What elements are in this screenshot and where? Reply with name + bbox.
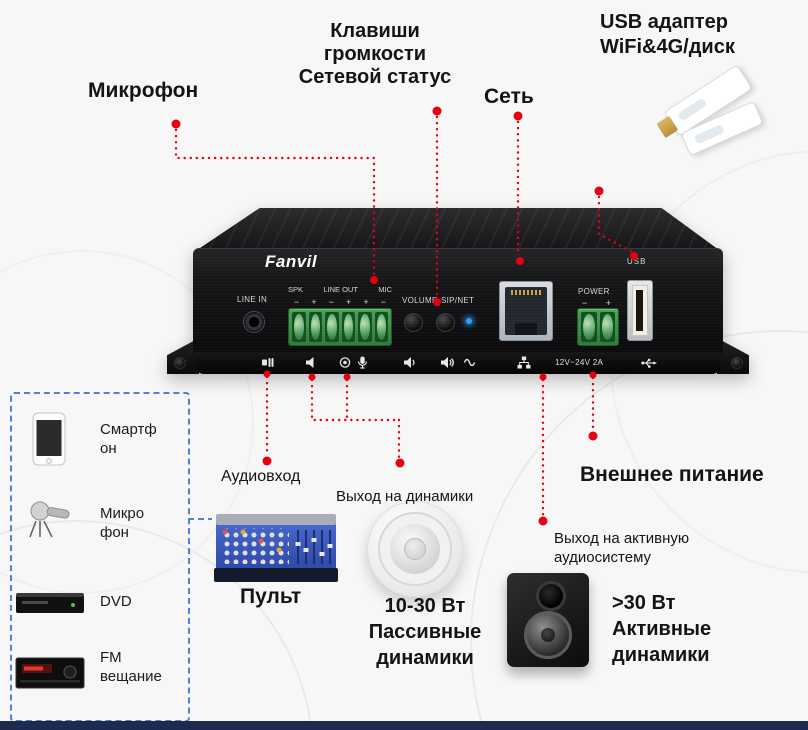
callout-audio-input: Аудиовход [221,468,301,485]
volume-label: VOLUME [402,296,438,305]
mic-label: MIC [378,285,392,294]
callout-volume-keys-network-status: Клавиши громкости Сетевой статус [298,20,452,88]
device-bottom-strip: 12V~24V 2A [195,352,721,374]
callout-dot [262,456,272,466]
studio-microphone-icon [29,501,70,538]
sipnet-label: SIP/NET [441,296,475,305]
line-in-jack [243,311,265,333]
fanvil-gateway-device: Fanvil USB LINE IN SPK LINE OUT MIC − + … [167,206,749,374]
power-terminal-block [577,308,619,346]
speaker-terminal-block [288,308,392,346]
callout-speaker-output: Выход на динамики [336,488,474,505]
footer-bar [0,721,808,730]
audio-sources-panel: Смартф он Микро фон DVD FM вещание [10,392,190,722]
speaker-dome [404,538,426,560]
mic-icon [358,356,367,369]
dust-cap [541,628,555,642]
terminal-polarity-row: − + − + + − [288,297,392,307]
polarity-mark: + [311,297,317,307]
terminal-slot [308,312,322,342]
callout-dot [432,106,442,116]
callout-dot [539,373,547,381]
usb-symbol-icon [641,358,657,368]
usb-dongles-image [642,64,808,168]
active-speaker-image [507,573,589,667]
screw-hole [174,357,186,369]
polarity-mark: − [294,297,300,307]
speaker-loud-icon [441,357,454,368]
dongle-logo [693,123,725,145]
sipnet-button [436,313,455,332]
fm-radio-icon [15,657,85,689]
power-polarity: − + [582,298,620,308]
source-label-fm: FM вещание [100,649,162,685]
callout-dot [594,186,604,196]
callout-network: Сеть [484,85,534,108]
callout-dot [171,119,181,129]
line-out-label: LINE OUT [323,285,358,294]
terminal-slot [358,312,372,342]
terminal-slot [341,312,355,342]
connector-audio-input [262,370,272,466]
network-icon [517,356,531,369]
callout-microphone: Микрофон [88,79,199,102]
power-label: POWER [578,287,610,296]
speaker-grille [390,524,440,574]
ethernet-tab [515,323,537,335]
polarity-mark: + [346,297,352,307]
woofer [524,611,572,659]
usb-port [627,280,653,341]
device-front-panel: Fanvil USB LINE IN SPK LINE OUT MIC − + … [193,248,723,354]
smartphone-icon [32,412,66,466]
source-label-smartphone: Смартф он [100,421,157,457]
ethernet-port [499,281,553,341]
dongle-logo [677,97,708,122]
polarity-mark: − [328,297,334,307]
device-top-face [197,208,719,250]
callout-external-power: Внешнее питание [580,463,764,486]
callout-dot [395,458,405,468]
ceiling-speaker-image [367,501,463,597]
terminal-slot [374,312,388,342]
usb-plug [656,115,679,139]
active-speakers-label: >30 Вт Активные динамики [612,592,712,666]
brand-logo: Fanvil [265,252,318,271]
volume-button [404,313,423,332]
passive-speakers-label: 10-30 Вт Пассивные динамики [368,595,482,669]
callout-dot [308,373,316,381]
speaker-low-icon [404,357,415,368]
mixer-console-image [214,514,338,582]
connector-line [310,378,401,459]
power-rating-label: 12V~24V 2A [555,358,604,367]
connector-speaker-output [308,373,405,468]
usb-socket [632,285,648,336]
record-icon [339,357,351,368]
callout-active-output: Выход на активную аудиосистему [554,530,690,566]
speaker-icon [306,357,314,368]
ethernet-socket [505,287,547,335]
audio-source-icon [262,358,274,367]
terminal-slot [581,312,597,342]
mixer-label: Пульт [240,585,302,608]
polarity-mark: + [363,297,369,307]
dvd-player-icon [16,593,84,613]
terminal-labels: SPK LINE OUT MIC [288,285,392,294]
terminal-slot [599,312,615,342]
callout-dot [343,373,351,381]
wave-icon [464,358,476,367]
callout-dot [513,111,523,121]
screw-hole [731,357,743,369]
line-in-label: LINE IN [237,295,268,304]
mounting-ear-right [717,338,749,374]
terminal-slot [325,312,339,342]
terminal-slot [292,312,306,342]
tweeter [536,581,566,611]
source-label-microphone: Микро фон [100,505,145,541]
status-led [466,318,472,324]
callout-usb-adapter: USB адаптер WiFi&4G/диск [600,11,735,58]
spk-label: SPK [288,285,304,294]
polarity-mark: − [380,297,386,307]
source-label-dvd: DVD [100,593,132,610]
usb-port-label: USB [627,257,647,266]
